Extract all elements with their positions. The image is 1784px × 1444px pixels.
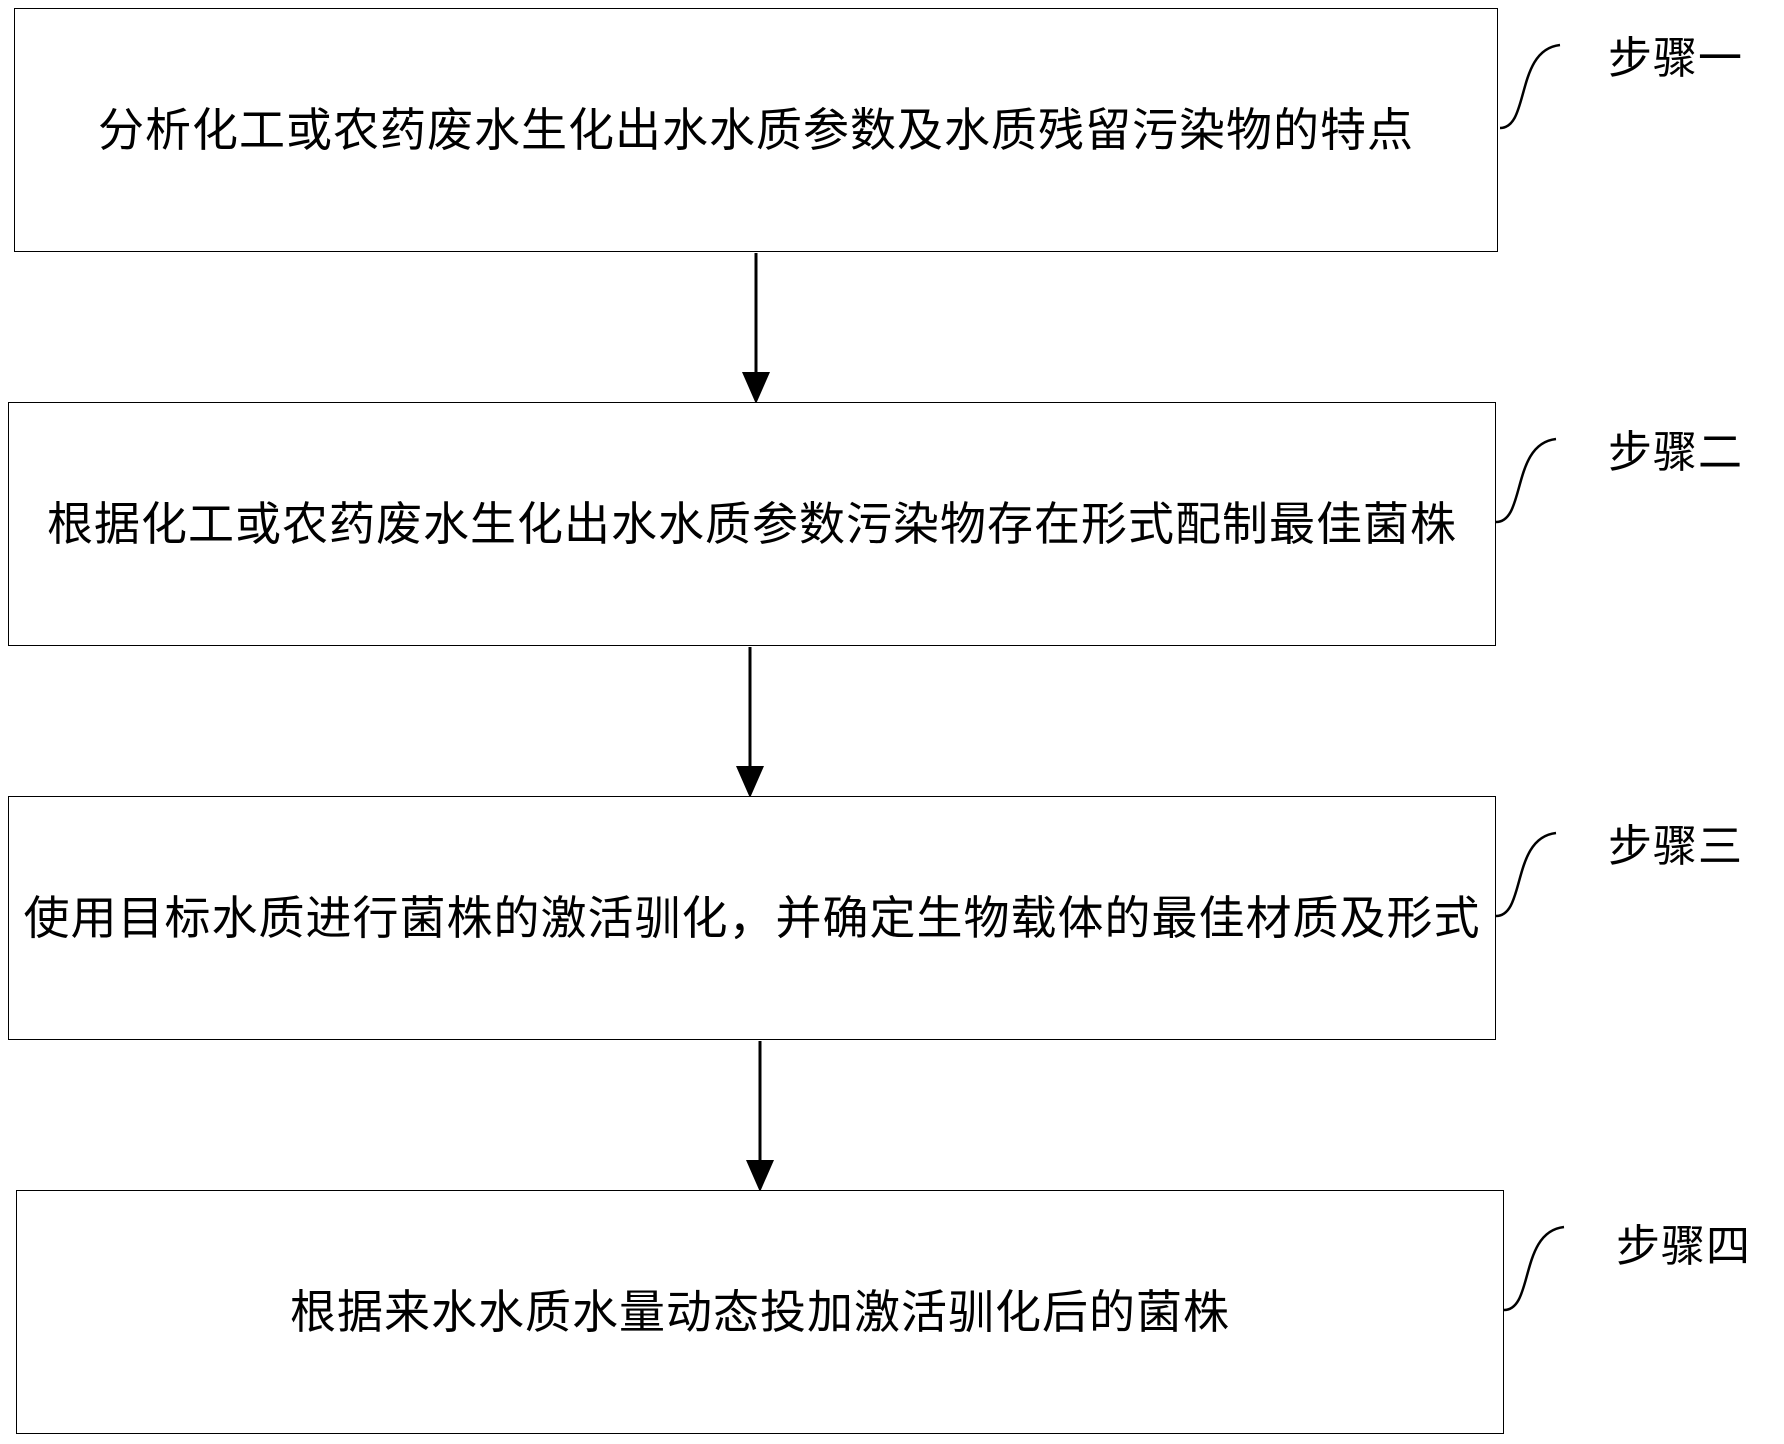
step-label-2: 步骤二: [1608, 427, 1743, 478]
label-connector-step3: [1495, 831, 1557, 918]
step-box-4: 根据来水水质水量动态投加激活驯化后的菌株: [16, 1190, 1504, 1434]
step-text-4: 根据来水水质水量动态投加激活驯化后的菌株: [290, 1285, 1230, 1339]
label-connector-step2: [1495, 437, 1557, 524]
step-text-1: 分析化工或农药废水生化出水水质参数及水质残留污染物的特点: [98, 103, 1414, 157]
label-connector-step4: [1503, 1225, 1565, 1312]
label-connector-step1: [1499, 43, 1561, 130]
arrow-step1-to-step2: [742, 253, 770, 404]
step-box-1: 分析化工或农药废水生化出水水质参数及水质残留污染物的特点: [14, 8, 1498, 252]
step-label-1: 步骤一: [1608, 33, 1743, 84]
step-text-2: 根据化工或农药废水生化出水水质参数污染物存在形式配制最佳菌株: [47, 497, 1457, 551]
step-box-3: 使用目标水质进行菌株的激活驯化，并确定生物载体的最佳材质及形式: [8, 796, 1496, 1040]
step-label-4: 步骤四: [1616, 1221, 1751, 1272]
arrow-step3-to-step4: [746, 1041, 774, 1192]
step-text-3: 使用目标水质进行菌株的激活驯化，并确定生物载体的最佳材质及形式: [23, 891, 1481, 945]
step-box-2: 根据化工或农药废水生化出水水质参数污染物存在形式配制最佳菌株: [8, 402, 1496, 646]
arrow-step2-to-step3: [736, 647, 764, 798]
step-label-3: 步骤三: [1608, 821, 1743, 872]
